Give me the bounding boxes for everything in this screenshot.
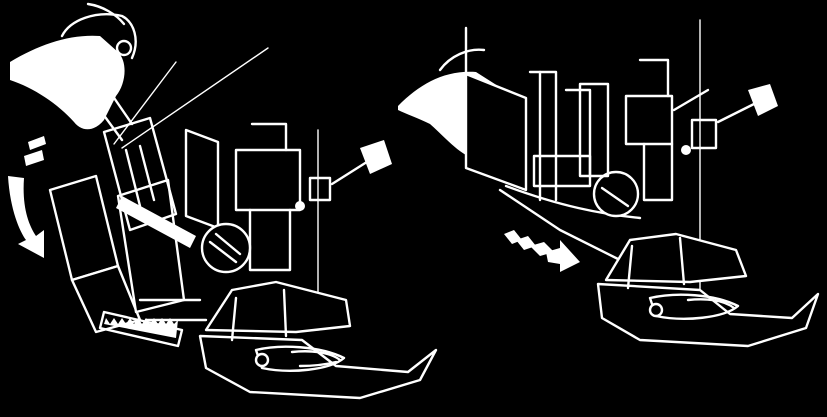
presser-assembly-right xyxy=(578,19,778,301)
straight-arrow-down-right xyxy=(504,230,580,272)
presser-assembly-left xyxy=(184,122,392,331)
walking-foot-left xyxy=(48,47,269,348)
presser-foot-right xyxy=(596,232,820,348)
panel-left xyxy=(8,2,438,400)
walking-foot-right xyxy=(464,70,642,262)
presser-foot-left xyxy=(198,280,438,400)
curved-arrow-down-left xyxy=(8,136,46,258)
panel-right xyxy=(398,19,820,348)
hand-left xyxy=(10,2,137,142)
